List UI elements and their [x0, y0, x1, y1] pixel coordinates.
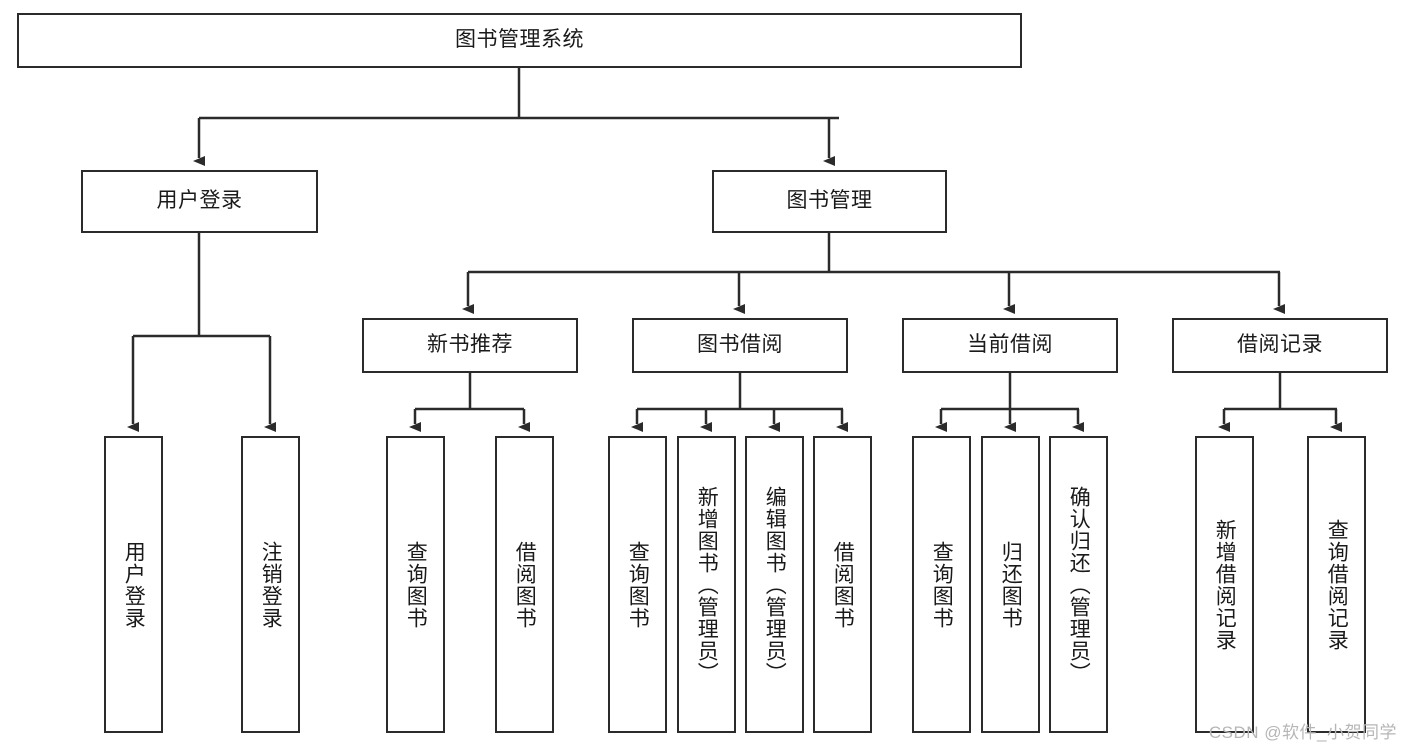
node-label: 新增借阅记录: [1213, 518, 1237, 651]
node-label: 新书推荐: [427, 333, 513, 357]
node-label: 借阅记录: [1237, 333, 1323, 357]
node-leaf-edit-book-admin[interactable]: 编辑图书（管理员）: [745, 436, 804, 733]
node-label: 归还图书: [999, 540, 1023, 629]
csdn-watermark: CSDN @软件_小贺同学: [1208, 723, 1397, 742]
node-current-borrow[interactable]: 当前借阅: [902, 318, 1118, 373]
node-leaf-borrow-book-newbook[interactable]: 借阅图书: [495, 436, 554, 733]
node-leaf-user-login[interactable]: 用户登录: [104, 436, 163, 733]
node-label: 用户登录: [122, 540, 146, 629]
node-leaf-return-book[interactable]: 归还图书: [981, 436, 1040, 733]
node-label: 查询图书: [626, 540, 650, 629]
node-label: 查询借阅记录: [1325, 518, 1349, 651]
node-leaf-query-book-newbook[interactable]: 查询图书: [386, 436, 445, 733]
node-book-borrow[interactable]: 图书借阅: [632, 318, 848, 373]
node-leaf-query-book-borrow[interactable]: 查询图书: [608, 436, 667, 733]
node-label: 编辑图书（管理员）: [763, 485, 787, 684]
node-leaf-add-book-admin[interactable]: 新增图书（管理员）: [677, 436, 736, 733]
node-leaf-query-book-current[interactable]: 查询图书: [912, 436, 971, 733]
node-book-management[interactable]: 图书管理: [712, 170, 947, 233]
node-label: 图书借阅: [697, 333, 783, 357]
node-label: 当前借阅: [967, 333, 1053, 357]
node-borrow-record[interactable]: 借阅记录: [1172, 318, 1388, 373]
node-label: 借阅图书: [513, 540, 537, 629]
node-leaf-add-borrow-record[interactable]: 新增借阅记录: [1195, 436, 1254, 733]
node-leaf-query-borrow-record[interactable]: 查询借阅记录: [1307, 436, 1366, 733]
node-label: 查询图书: [404, 540, 428, 629]
node-leaf-logout[interactable]: 注销登录: [241, 436, 300, 733]
node-user-login[interactable]: 用户登录: [81, 170, 318, 233]
node-label: 用户登录: [156, 189, 243, 213]
node-label: 图书管理: [786, 189, 873, 213]
node-label: 借阅图书: [831, 540, 855, 629]
node-new-book-recommend[interactable]: 新书推荐: [362, 318, 578, 373]
node-root-book-management-system[interactable]: 图书管理系统: [17, 13, 1022, 68]
node-label: 注销登录: [259, 540, 283, 629]
node-label: 查询图书: [930, 540, 954, 629]
node-label: 图书管理系统: [455, 28, 584, 52]
node-leaf-borrow-book[interactable]: 借阅图书: [813, 436, 872, 733]
node-label: 新增图书（管理员）: [695, 485, 719, 684]
node-leaf-confirm-return-admin[interactable]: 确认归还（管理员）: [1049, 436, 1108, 733]
node-label: 确认归还（管理员）: [1067, 485, 1091, 684]
